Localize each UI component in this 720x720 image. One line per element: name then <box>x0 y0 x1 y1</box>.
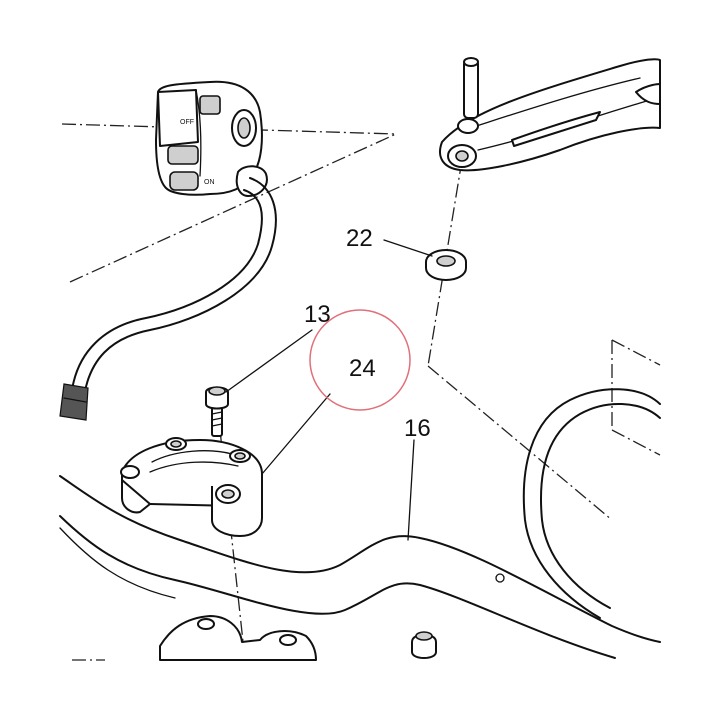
harness-cable-inner <box>71 189 263 391</box>
callout-22: 22 <box>346 225 373 252</box>
switch-toggle-upper <box>199 95 221 115</box>
lever-slot <box>511 111 601 147</box>
switch-bar-bore-inner <box>237 117 251 139</box>
clamp-hole-right-inner <box>234 452 246 460</box>
handlebar-outline-top <box>59 475 661 643</box>
assembly-line-right-lower <box>611 429 661 456</box>
bolt-head-socket <box>208 386 226 396</box>
bolt-thread-1 <box>211 411 223 415</box>
clamp-groove <box>151 450 233 463</box>
handlebar-outline-inner <box>59 527 176 599</box>
clamp-hole-front <box>120 465 140 479</box>
lower-clamp-hole-right <box>279 634 297 646</box>
assembly-line-bolt-axis <box>219 429 246 661</box>
leader-22 <box>383 239 433 257</box>
handlebar-index-dot <box>495 573 505 583</box>
lever-pivot-hole <box>455 150 469 162</box>
washer-22-side <box>425 262 467 281</box>
assembly-lines <box>61 123 661 661</box>
cable-loop-inner <box>539 403 661 609</box>
clamp-groove-2 <box>149 461 239 473</box>
clamp-hole-left-inner <box>170 440 182 448</box>
harness-connector-rib <box>63 397 87 403</box>
switch-mark-2: ON <box>204 179 215 186</box>
assembly-line-right <box>611 339 661 366</box>
assembly-line-diagonal <box>427 365 613 521</box>
wiring-harness <box>59 177 277 421</box>
left-switch-housing: OFF ON <box>155 80 268 197</box>
cable-loop-outer <box>522 388 661 619</box>
harness-connector <box>59 383 89 421</box>
part-24-clamp <box>120 437 263 537</box>
leader-24 <box>261 393 331 475</box>
callout-16: 16 <box>404 415 431 442</box>
switch-cable-grommet <box>235 165 268 197</box>
washer-22-hole <box>436 255 456 267</box>
part-22-washer <box>425 249 467 281</box>
brake-lever <box>439 57 661 172</box>
lever-pivot-pin-end <box>463 57 479 67</box>
handlebar <box>59 475 661 659</box>
lower-clamp-hole-left <box>197 618 215 630</box>
leader-16 <box>407 439 415 541</box>
throttle-cable <box>522 388 661 619</box>
lever-ridge-top <box>469 77 641 129</box>
clamp-front-left <box>121 479 151 514</box>
switch-face-left <box>157 89 199 147</box>
callout-13: 13 <box>304 301 331 328</box>
part-13-bolt <box>205 386 229 437</box>
clamp-bore-front-inner <box>221 489 235 499</box>
switch-mark-1: OFF <box>180 119 194 126</box>
assembly-line-switch-bottom <box>69 133 397 283</box>
lever-pivot-pin <box>463 59 479 119</box>
switch-button-lower <box>169 171 199 191</box>
bottom-fittings <box>159 615 437 661</box>
assembly-line-switch-top <box>61 123 397 135</box>
bolt-thread-2 <box>211 417 223 421</box>
callout-labels: 22 13 24 16 <box>304 225 431 442</box>
lever-pin-collar <box>457 118 479 134</box>
leader-13 <box>225 329 313 393</box>
highlight-circle-24 <box>309 309 411 411</box>
harness-cable-outer <box>83 177 277 397</box>
leader-lines <box>225 239 433 541</box>
lever-tip <box>635 83 661 105</box>
callout-24: 24 <box>349 355 376 382</box>
handlebar-outline-bottom <box>59 515 616 659</box>
switch-face-edge <box>195 89 202 177</box>
bolt-thread-3 <box>211 423 223 427</box>
small-nut-top <box>415 631 433 641</box>
switch-toggle-mid <box>167 145 199 165</box>
